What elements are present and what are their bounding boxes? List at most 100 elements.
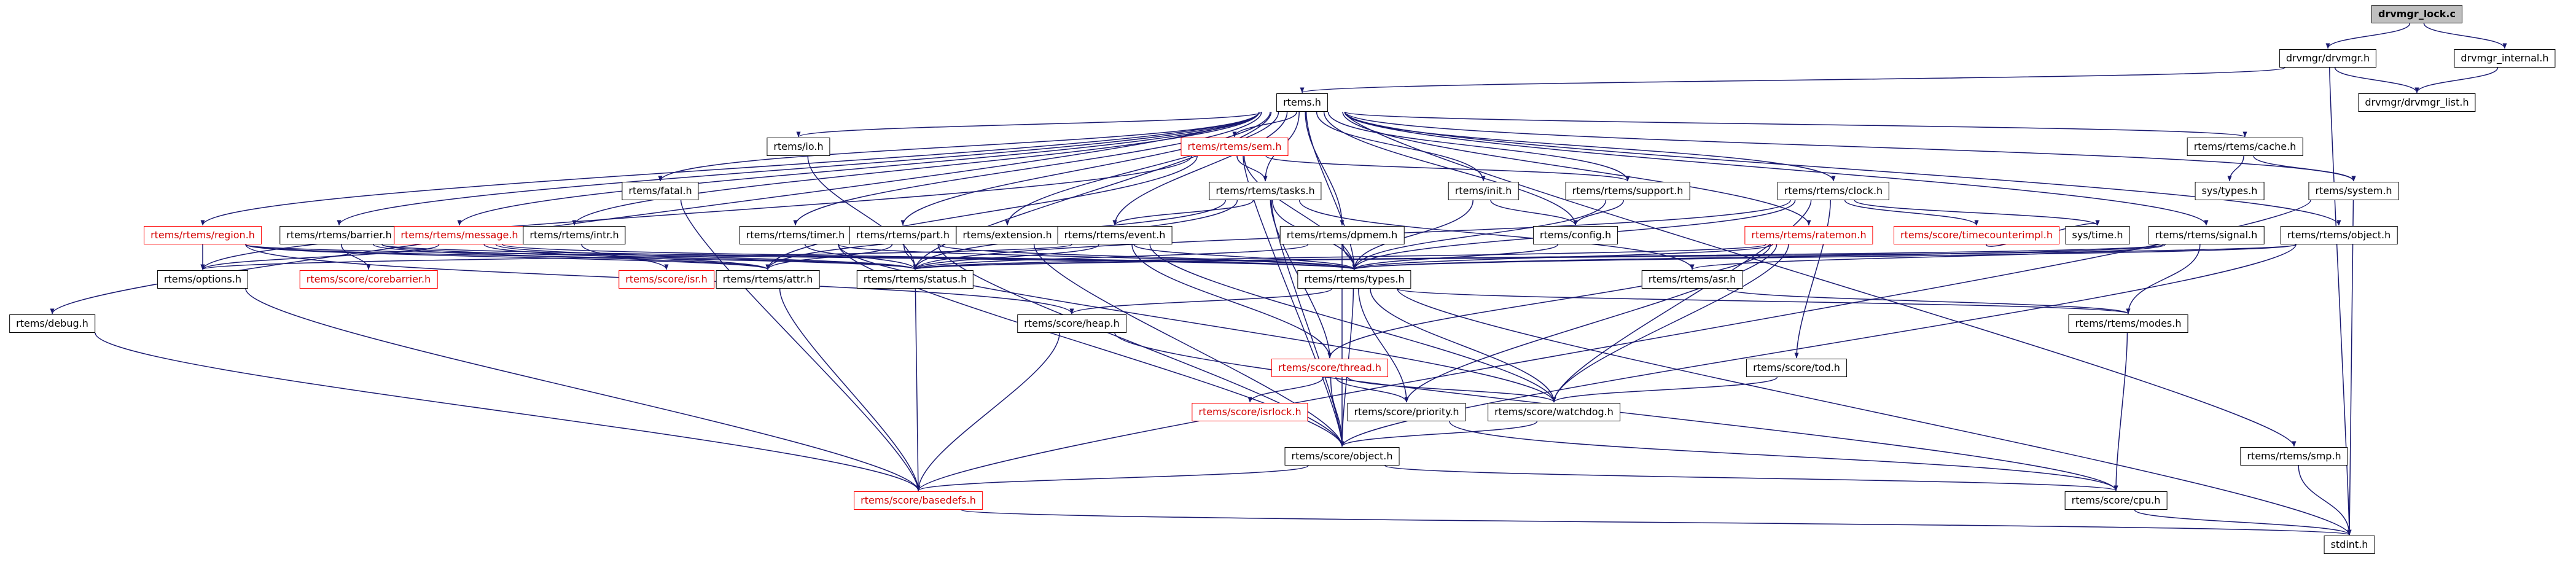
include-edge	[1236, 155, 1268, 182]
graph-node-corebarrier-h[interactable]: rtems/score/corebarrier.h	[299, 270, 438, 289]
include-edge	[913, 244, 1099, 270]
graph-node-support-h[interactable]: rtems/rtems/support.h	[1565, 182, 1690, 200]
graph-node-region-h[interactable]: rtems/rtems/region.h	[144, 226, 262, 244]
graph-node-heap-h[interactable]: rtems/score/heap.h	[1017, 314, 1126, 333]
graph-node-drvmgr-internal-h[interactable]: drvmgr_internal.h	[2454, 49, 2556, 68]
graph-node-timecounterimpl-h[interactable]: rtems/score/timecounterimpl.h	[1894, 226, 2059, 244]
graph-node-debug-h[interactable]: rtems/debug.h	[9, 314, 95, 333]
include-edge	[765, 244, 893, 270]
include-edge	[838, 244, 1556, 403]
include-edge	[1490, 200, 1578, 226]
include-edge	[939, 244, 1357, 270]
graph-node-tasks-h[interactable]: rtems/rtems/tasks.h	[1209, 182, 1322, 200]
include-edge	[1327, 111, 1630, 182]
graph-node-system-h[interactable]: rtems/system.h	[2308, 182, 2399, 200]
graph-node-thread-h[interactable]: rtems/score/thread.h	[1271, 359, 1389, 377]
graph-node-init-h[interactable]: rtems/init.h	[1448, 182, 1519, 200]
include-edge	[1069, 288, 1332, 314]
include-edge	[838, 244, 1357, 270]
graph-node-clock-h[interactable]: rtems/rtems/clock.h	[1777, 182, 1890, 200]
include-edge	[1352, 244, 1558, 270]
include-edge	[1305, 111, 1345, 226]
graph-node-signal-h[interactable]: rtems/rtems/signal.h	[2148, 226, 2265, 244]
graph-node-sem-h[interactable]: rtems/rtems/sem.h	[1181, 138, 1289, 156]
include-edge	[2325, 23, 2411, 49]
include-edge	[502, 244, 1356, 270]
graph-node-ratemon-h[interactable]: rtems/rtems/ratemon.h	[1744, 226, 1873, 244]
graph-node-event-h[interactable]: rtems/rtems/event.h	[1057, 226, 1173, 244]
include-edge	[1316, 111, 1486, 182]
graph-node-cpu-h[interactable]: rtems/score/cpu.h	[2064, 491, 2168, 510]
graph-node-tod-h[interactable]: rtems/score/tod.h	[1746, 359, 1847, 377]
include-edge	[1243, 155, 1357, 270]
graph-node-barrier-h[interactable]: rtems/rtems/barrier.h	[279, 226, 399, 244]
include-edge	[2298, 465, 2352, 536]
include-edge	[1449, 421, 2118, 491]
graph-node-config-h[interactable]: rtems/config.h	[1532, 226, 1618, 244]
graph-node-dpmem-h[interactable]: rtems/rtems/dpmem.h	[1279, 226, 1405, 244]
graph-node-message-h[interactable]: rtems/rtems/message.h	[394, 226, 525, 244]
graph-node-extension-h[interactable]: rtems/extension.h	[956, 226, 1059, 244]
include-edge	[337, 111, 1260, 226]
graph-node-part-h[interactable]: rtems/rtems/part.h	[849, 226, 957, 244]
graph-node-robject-h[interactable]: rtems/rtems/object.h	[2280, 226, 2398, 244]
include-edge	[200, 244, 440, 270]
include-edge	[495, 244, 918, 270]
include-edge	[1033, 244, 1345, 447]
include-edge	[2334, 67, 2419, 93]
include-edge	[2126, 244, 2201, 314]
include-edge	[1551, 376, 1778, 403]
graph-node-drvmgr-list-h[interactable]: drvmgr/drvmgr_list.h	[2358, 93, 2476, 112]
graph-node-sys-time-h[interactable]: sys/time.h	[2065, 226, 2130, 244]
include-edge	[916, 332, 1060, 491]
graph-node-priority-h[interactable]: rtems/score/priority.h	[1347, 403, 1466, 421]
graph-node-attr-h[interactable]: rtems/rtems/attr.h	[716, 270, 820, 289]
graph-node-types-h[interactable]: rtems/rtems/types.h	[1297, 270, 1411, 289]
include-edge	[2347, 200, 2354, 536]
include-edge	[913, 244, 1766, 270]
include-edge	[201, 244, 1072, 270]
graph-node-sobject-h[interactable]: rtems/score/object.h	[1284, 447, 1400, 466]
include-edge	[900, 111, 1271, 226]
include-edge	[1340, 421, 1538, 447]
include-edge	[793, 111, 1262, 226]
include-edge	[1340, 244, 2297, 447]
graph-node-stdint-h[interactable]: stdint.h	[2324, 536, 2375, 554]
graph-node-intr-h[interactable]: rtems/rtems/intr.h	[523, 226, 626, 244]
graph-node-fatal-h[interactable]: rtems/fatal.h	[622, 182, 699, 200]
include-edge	[245, 244, 770, 270]
include-edge	[1397, 288, 2352, 536]
graph-node-modes-h[interactable]: rtems/rtems/modes.h	[2068, 314, 2188, 333]
include-edge	[1345, 111, 2209, 226]
include-edge	[572, 111, 1260, 226]
graph-node-status-h[interactable]: rtems/rtems/status.h	[856, 270, 974, 289]
include-edge	[1306, 111, 1357, 270]
include-edge	[245, 288, 921, 491]
include-edge	[2414, 67, 2499, 93]
include-edge	[1727, 288, 2131, 314]
include-edge	[1005, 111, 1279, 226]
include-edge	[1352, 200, 1473, 270]
graph-node-smp-h[interactable]: rtems/rtems/smp.h	[2240, 447, 2348, 466]
include-edge	[1300, 67, 2285, 93]
include-edge	[961, 509, 2351, 536]
graph-node-cache-h[interactable]: rtems/rtems/cache.h	[2187, 138, 2303, 156]
include-edge	[2423, 23, 2507, 49]
include-edge	[1345, 111, 2356, 182]
include-edge	[1551, 200, 1812, 403]
include-edge	[341, 244, 371, 270]
graph-node-basedefs-h[interactable]: rtems/score/basedefs.h	[854, 491, 983, 510]
graph-node-timer-h[interactable]: rtems/rtems/timer.h	[739, 226, 852, 244]
include-edge	[1345, 111, 2247, 138]
graph-node-io-h[interactable]: rtems/io.h	[767, 138, 830, 156]
graph-node-drvmgr-h[interactable]: drvmgr/drvmgr.h	[2279, 49, 2377, 68]
graph-node-watchdog-h[interactable]: rtems/score/watchdog.h	[1488, 403, 1620, 421]
graph-node-asr-h[interactable]: rtems/rtems/asr.h	[1641, 270, 1743, 289]
graph-node-isrlock-h[interactable]: rtems/score/isrlock.h	[1192, 403, 1308, 421]
graph-node-rtems-h[interactable]: rtems.h	[1276, 93, 1328, 112]
graph-node-options-h[interactable]: rtems/options.h	[157, 270, 249, 289]
include-edge	[915, 288, 921, 491]
graph-node-isr-h[interactable]: rtems/score/isr.h	[619, 270, 714, 289]
graph-node-sys-types-h[interactable]: sys/types.h	[2195, 182, 2265, 200]
